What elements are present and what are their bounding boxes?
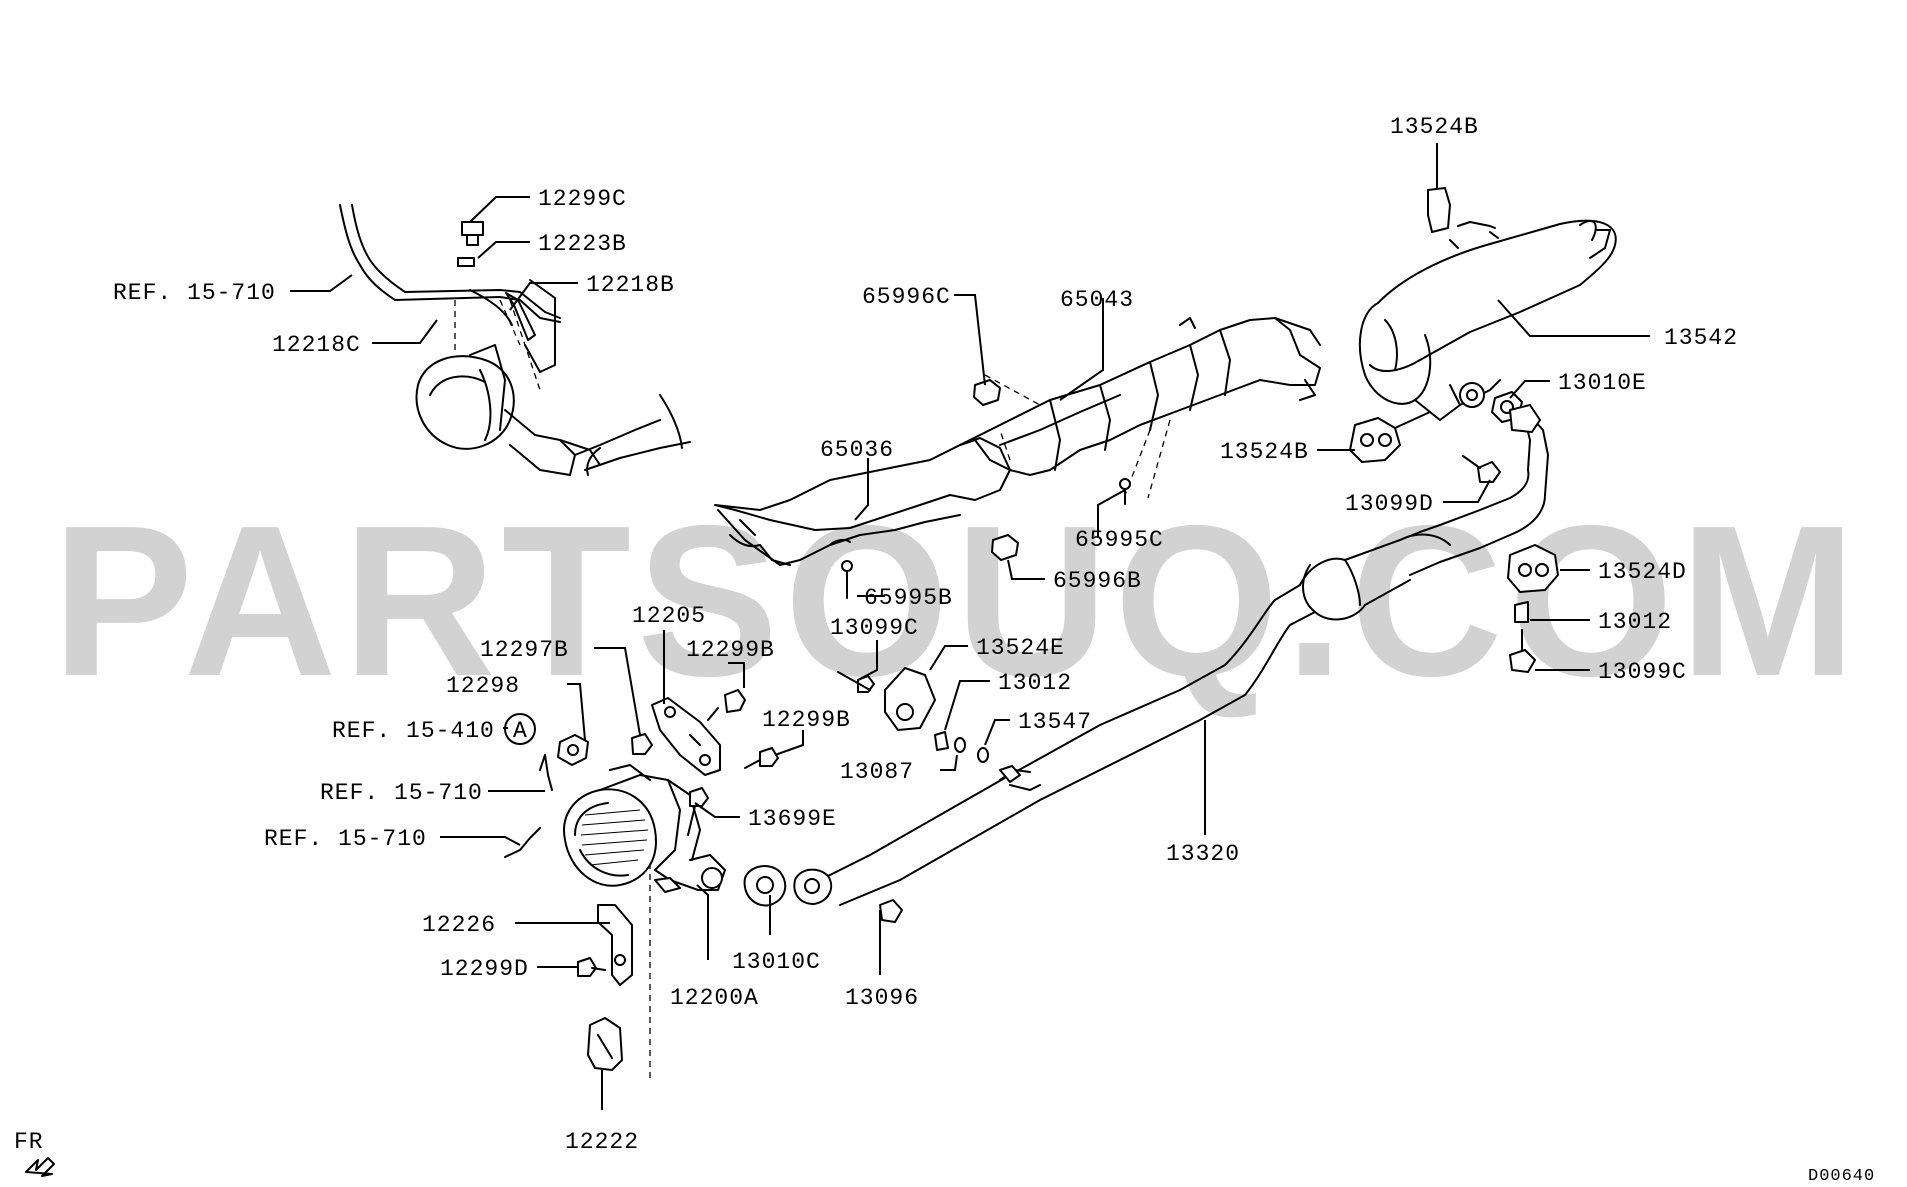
ref-wire-2	[504, 827, 541, 858]
label-65036: 65036	[820, 437, 894, 463]
leader-lines	[290, 143, 1650, 1110]
label-12299B-mid: 12299B	[762, 707, 851, 733]
callout-a-letter: A	[513, 718, 528, 744]
hanger-13524B-top	[1427, 187, 1496, 233]
label-65996C: 65996C	[862, 284, 951, 310]
label-13524D: 13524D	[1598, 559, 1687, 585]
shield-fasteners	[841, 379, 1131, 599]
label-12299D: 12299D	[440, 956, 529, 982]
label-ref-15-710-low: REF. 15-710	[264, 826, 427, 852]
direction-label: FR	[14, 1129, 44, 1155]
hanger-13524E	[884, 667, 936, 731]
label-13099C-mid: 13099C	[830, 615, 919, 641]
upper-manifold-assembly	[339, 204, 691, 476]
label-12226: 12226	[422, 912, 496, 938]
rear-muffler-13542	[1358, 219, 1617, 421]
bracket-12226	[597, 904, 633, 986]
label-12298: 12298	[446, 673, 520, 699]
label-12297B: 12297B	[480, 637, 569, 663]
ref-wire-1	[539, 754, 553, 791]
label-13087: 13087	[840, 759, 914, 785]
label-13096: 13096	[845, 985, 919, 1011]
hanger-13524B-mid	[1349, 411, 1431, 463]
label-ref-15-710-mid: REF. 15-710	[320, 780, 483, 806]
label-65996B: 65996B	[1053, 568, 1142, 594]
label-65995C: 65995C	[1075, 527, 1164, 553]
label-13010E: 13010E	[1558, 370, 1647, 396]
part-labels: 12299C 12223B 12218B REF. 15-710 12218C …	[14, 114, 1875, 1186]
gaskets	[557, 391, 1523, 907]
catalytic-converter-12200A	[563, 764, 726, 893]
label-12205: 12205	[632, 603, 706, 629]
label-12222: 12222	[565, 1129, 639, 1155]
label-13010C: 13010C	[732, 949, 821, 975]
front-direction-arrow	[25, 1157, 55, 1177]
label-65043: 65043	[1060, 287, 1134, 313]
small-fasteners	[577, 455, 1536, 977]
watermark: PARTSOUQ.COM	[52, 480, 1862, 721]
label-12200A: 12200A	[670, 985, 759, 1011]
label-13699E: 13699E	[748, 806, 837, 832]
center-pipe-13320	[793, 404, 1549, 906]
label-12218C: 12218C	[272, 332, 361, 358]
hanger-13524D	[1507, 544, 1559, 593]
label-ref-15-710-top: REF. 15-710	[113, 280, 276, 306]
label-13099D: 13099D	[1345, 491, 1434, 517]
diagram-code: D00640	[1808, 1167, 1875, 1186]
center-heat-shield-65043	[959, 317, 1321, 499]
label-12299B-top: 12299B	[686, 637, 775, 663]
label-12299C: 12299C	[538, 186, 627, 212]
label-13524B-top: 13524B	[1390, 114, 1479, 140]
label-12218B: 12218B	[586, 272, 675, 298]
label-13320: 13320	[1166, 841, 1240, 867]
label-13542: 13542	[1664, 325, 1738, 351]
label-ref-15-410: REF. 15-410	[332, 718, 495, 744]
label-13012-right: 13012	[1598, 609, 1672, 635]
hanger-12222	[587, 830, 651, 1080]
label-13524E: 13524E	[976, 635, 1065, 661]
label-65995B: 65995B	[864, 585, 953, 611]
label-12223B: 12223B	[538, 231, 627, 257]
label-13012-mid: 13012	[998, 670, 1072, 696]
label-13099C-right: 13099C	[1598, 659, 1687, 685]
label-13524B-mid: 13524B	[1220, 439, 1309, 465]
bracket-12205	[651, 697, 721, 776]
label-13547: 13547	[1018, 709, 1092, 735]
